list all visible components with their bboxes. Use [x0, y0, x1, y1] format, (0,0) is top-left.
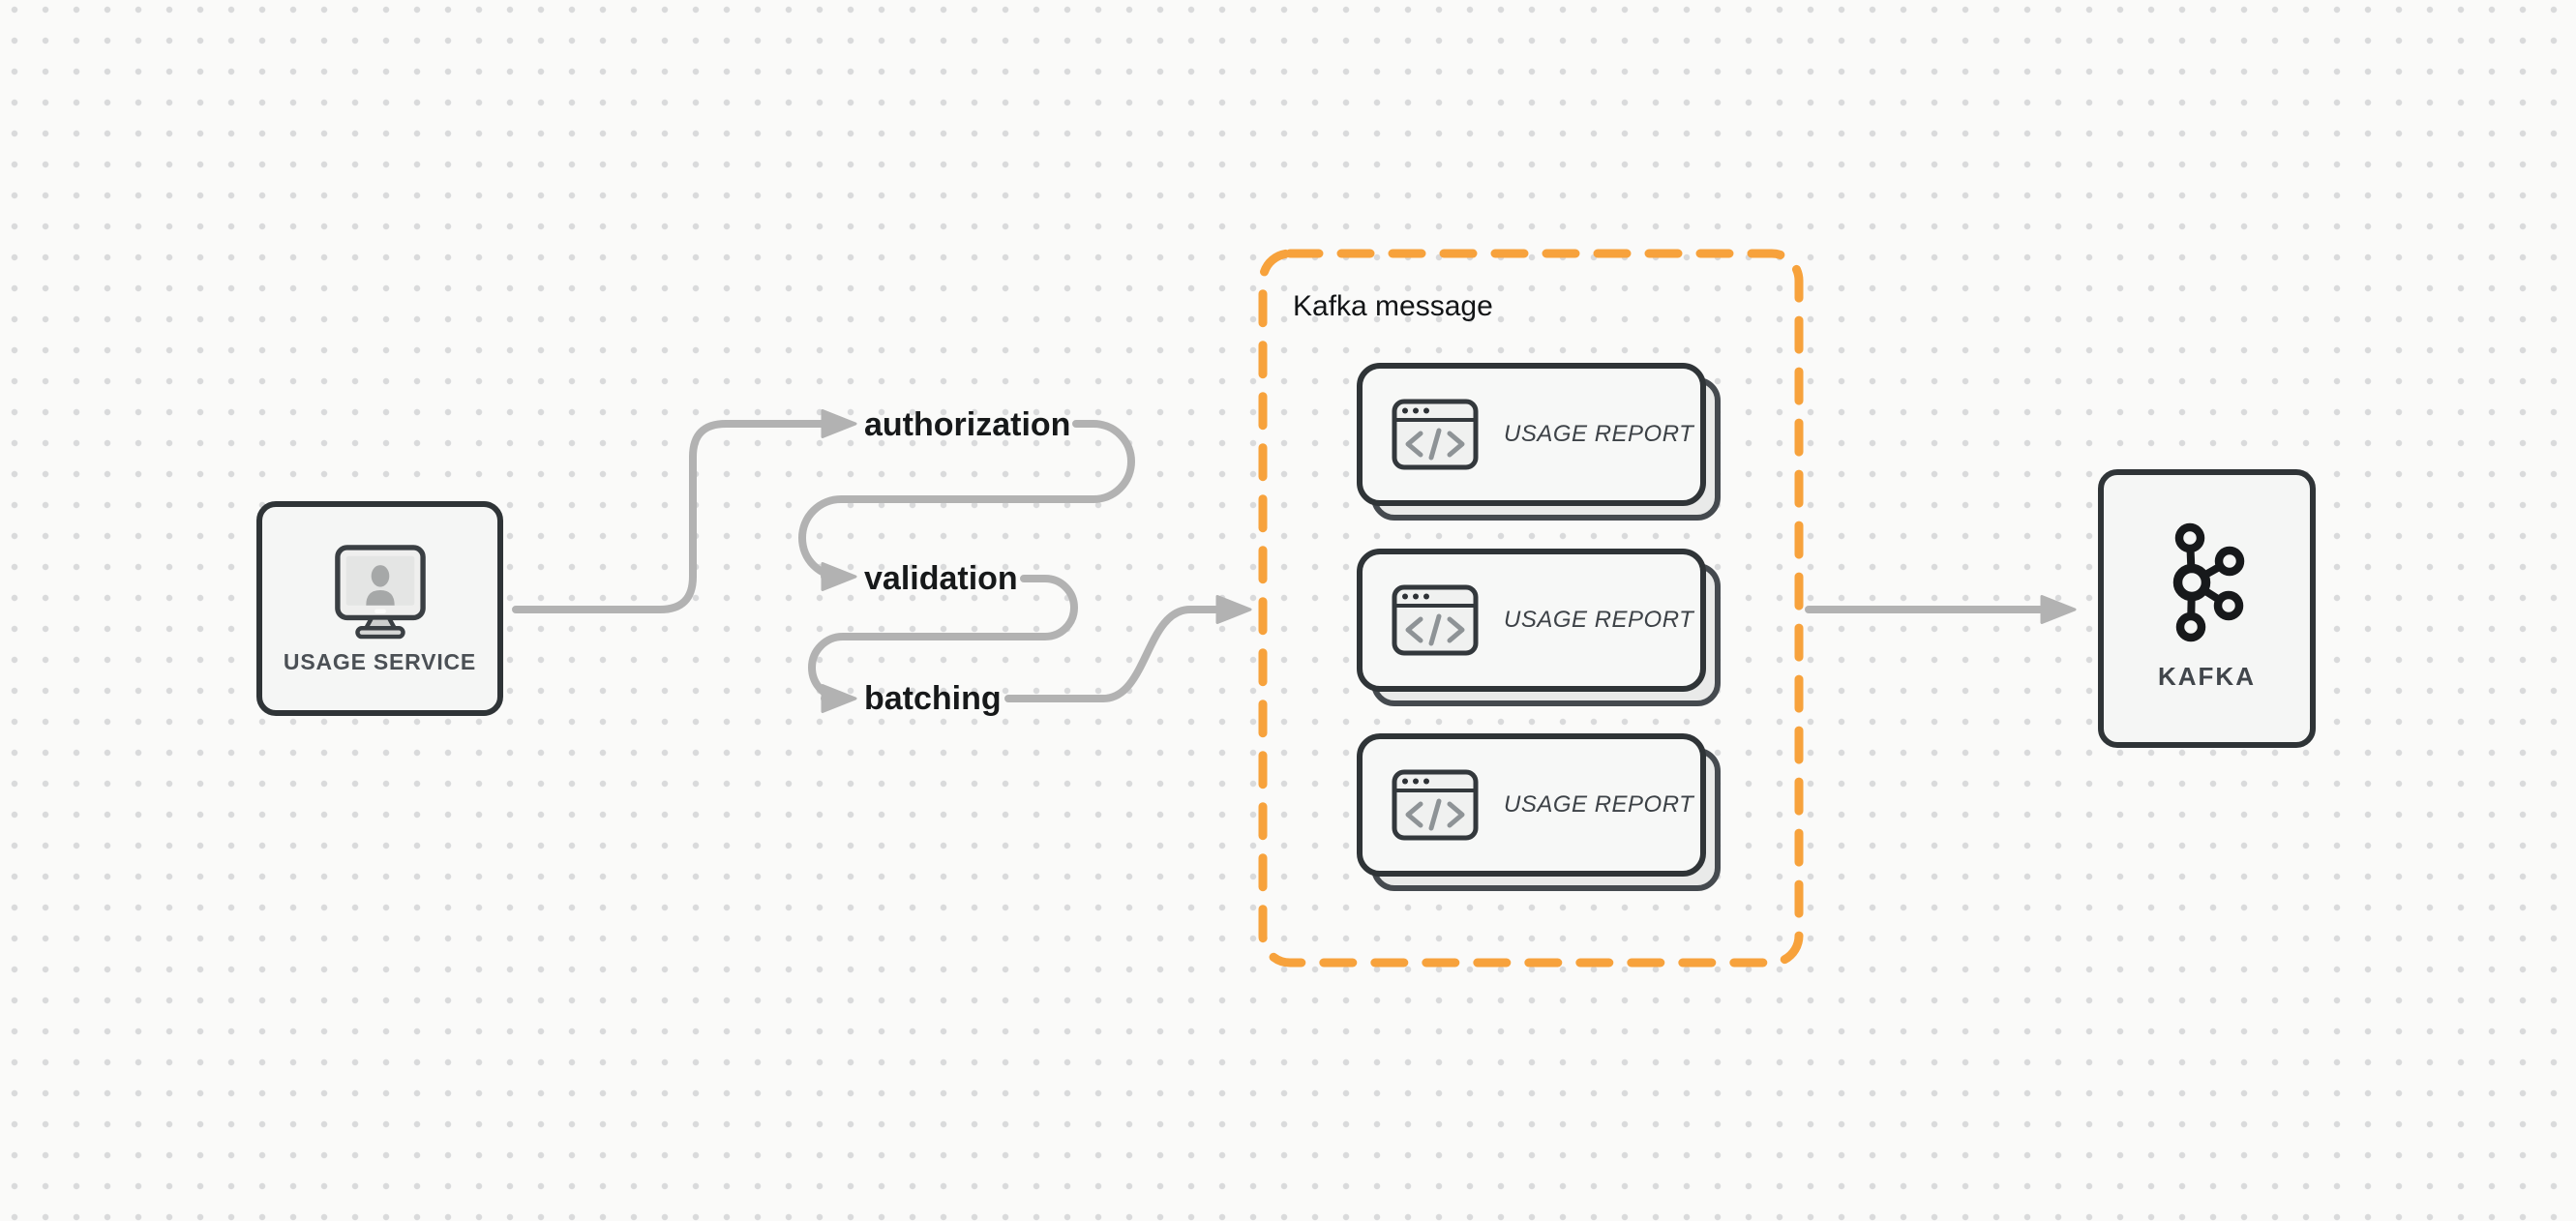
step-label-batching: batching	[864, 680, 1002, 717]
kafka-message-title: Kafka message	[1293, 290, 1493, 322]
arrow-authorization-to-validation	[798, 420, 1135, 581]
usage-service-node: USAGE SERVICE	[256, 501, 503, 716]
step-label-authorization: authorization	[864, 406, 1071, 443]
kafka-label: KAFKA	[2158, 662, 2256, 691]
kafka-logo-icon	[2169, 521, 2246, 642]
usage-report-label: USAGE REPORT	[1504, 791, 1694, 818]
arrowhead-kafka	[2040, 595, 2077, 624]
card-front: USAGE REPORT	[1357, 733, 1706, 877]
arrowhead-validation	[821, 562, 857, 591]
kafka-node: KAFKA	[2098, 469, 2316, 748]
usage-report-label: USAGE REPORT	[1504, 421, 1694, 447]
code-window-icon	[1392, 769, 1479, 841]
dashed-border	[1258, 249, 1804, 968]
arrow-validation-to-batching	[808, 575, 1078, 702]
kafka-message-group: Kafka message USAGE REPORT USAGE REPORT …	[1258, 249, 1804, 968]
usage-report-label: USAGE REPORT	[1504, 607, 1694, 633]
arrow-batching-to-kafka-message	[1004, 606, 1219, 702]
card-front: USAGE REPORT	[1357, 363, 1706, 506]
code-window-icon	[1392, 399, 1479, 470]
usage-service-label: USAGE SERVICE	[283, 648, 477, 674]
arrow-usage-to-authorization	[512, 420, 826, 613]
arrowhead-authorization	[821, 409, 857, 438]
monitor-user-icon	[325, 545, 434, 640]
step-label-validation: validation	[864, 560, 1018, 597]
usage-report-card: USAGE REPORT	[1357, 733, 1721, 891]
usage-report-card: USAGE REPORT	[1357, 549, 1721, 706]
code-window-icon	[1392, 584, 1479, 656]
card-front: USAGE REPORT	[1357, 549, 1706, 692]
arrowhead-batching	[821, 684, 857, 713]
arrowhead-kafka-message	[1215, 595, 1252, 624]
usage-report-card: USAGE REPORT	[1357, 363, 1721, 521]
